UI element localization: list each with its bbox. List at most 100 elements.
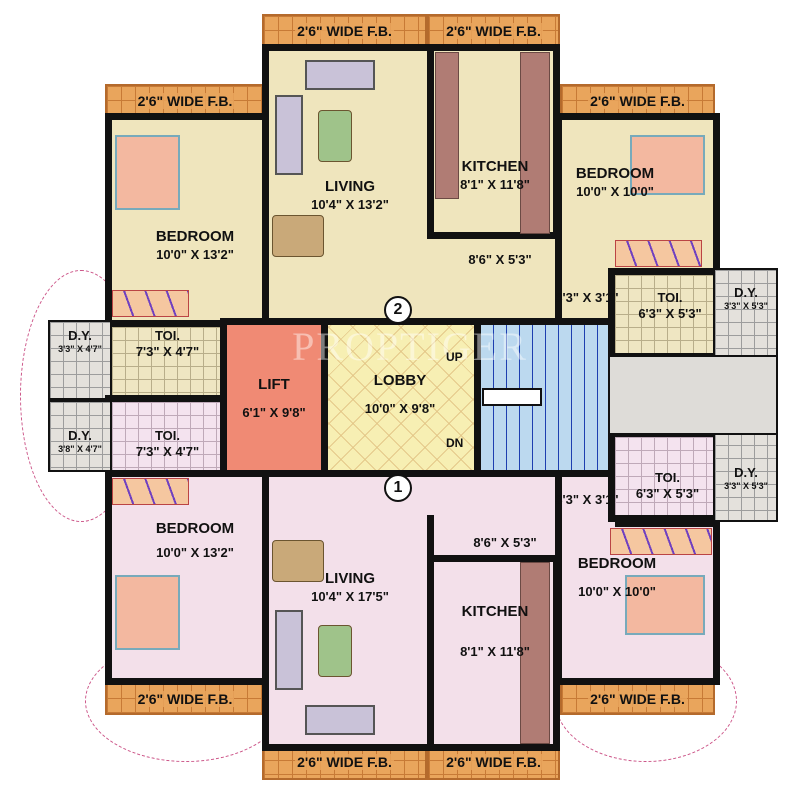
wardrobe-icon <box>615 240 702 267</box>
flat2-toilet-left-label: TOI.7'3" X 4'7" <box>115 328 220 361</box>
coffee-table-icon <box>318 625 352 677</box>
balcony-label: 2'6" WIDE F.B. <box>444 754 543 770</box>
stair-landing <box>482 388 542 406</box>
room-size: 6'1" X 9'8" <box>242 404 306 420</box>
room-name: LIFT <box>258 376 290 393</box>
balcony-lower-right: 2'6" WIDE F.B. <box>560 682 715 715</box>
flat2-dry-right-label: D.Y.3'3" X 5'3" <box>716 285 776 313</box>
lobby <box>321 318 481 477</box>
watermark: PROPTIGER <box>292 324 528 369</box>
flat1-toilet-right-label: TOI.6'3" X 5'3" <box>620 470 715 503</box>
balcony-top-right: 2'6" WIDE F.B. <box>427 14 560 47</box>
wardrobe-icon <box>112 290 189 317</box>
room-name: D.Y. <box>734 465 758 480</box>
room-size: 10'4" X 13'2" <box>311 196 389 212</box>
room-size: 3'3" X 3'1" <box>555 290 619 305</box>
balcony-label: 2'6" WIDE F.B. <box>588 92 687 109</box>
flat1-passage-small-label: 3'3" X 3'1" <box>552 492 622 508</box>
flat1-dry-left-label: D.Y.3'8" X 4'7" <box>50 428 110 456</box>
room-size: 8'1" X 11'8" <box>460 176 530 192</box>
room-size: 7'3" X 4'7" <box>135 444 200 460</box>
balcony-label: 2'6" WIDE F.B. <box>588 690 687 707</box>
room-name: D.Y. <box>734 285 758 300</box>
room-name: TOI. <box>654 470 681 485</box>
balcony-bottom-right: 2'6" WIDE F.B. <box>427 744 560 780</box>
room-name: TOI. <box>154 328 181 343</box>
bed-icon <box>630 135 705 195</box>
flat2-passage-label: 8'6" X 5'3" <box>440 252 560 268</box>
room-size: 3'8" X 4'7" <box>58 444 102 455</box>
flat2-dry-left-label: D.Y.3'3" X 4'7" <box>50 328 110 356</box>
flat1-dry-right <box>713 430 778 522</box>
room-size: 10'0" X 13'2" <box>156 544 234 560</box>
room-name: TOI. <box>154 428 181 443</box>
lift <box>220 318 328 477</box>
flat1-entrance-door[interactable]: 1 <box>384 474 412 502</box>
flat2-dry-right <box>713 268 778 360</box>
room-size: 3'3" X 5'3" <box>724 481 768 492</box>
dining-table-icon <box>272 215 324 257</box>
wardrobe-icon <box>112 478 189 505</box>
room-name: LIVING <box>324 570 375 587</box>
room-name: D.Y. <box>68 428 92 443</box>
lift-label: LIFT 6'1" X 9'8" <box>228 376 320 421</box>
flat1-dry-left <box>48 400 112 472</box>
flat1-dry-right-label: D.Y.3'3" X 5'3" <box>716 465 776 493</box>
balcony-upper-left: 2'6" WIDE F.B. <box>105 84 265 117</box>
flat2-dry-left <box>48 320 112 400</box>
bed-icon <box>115 135 180 210</box>
room-name: BEDROOM <box>575 165 655 182</box>
flat2-entrance-door[interactable]: 2 <box>384 296 412 324</box>
flat2-toilet-left <box>105 320 227 402</box>
flat1-bedroom-right-label: BEDROOM 10'0" X 10'0" <box>562 555 672 600</box>
room-size: 8'1" X 11'8" <box>460 643 530 659</box>
room-size: 3'3" X 4'7" <box>58 344 102 355</box>
flat2-passage-small-label: 3'3" X 3'1" <box>552 290 622 306</box>
room-size: 3'3" X 3'1" <box>555 492 619 507</box>
room-name: LIVING <box>324 178 375 195</box>
room-size: 10'4" X 17'5" <box>311 588 389 604</box>
room-name: TOI. <box>657 290 683 305</box>
sofa-icon <box>275 610 303 690</box>
staircase[interactable] <box>474 318 615 477</box>
kitchen-counter-icon <box>435 52 459 199</box>
stair-up-label: UP <box>446 350 463 364</box>
room-size: 7'3" X 4'7" <box>135 344 200 360</box>
flat2-toilet-right-label: TOI.6'3" X 5'3" <box>625 290 715 323</box>
room-name: BEDROOM <box>577 555 657 572</box>
room-size: 10'0" X 10'0" <box>578 583 656 599</box>
room-size: 6'3" X 5'3" <box>638 306 702 322</box>
room-name: D.Y. <box>68 328 92 343</box>
room-size: 8'6" X 5'3" <box>473 535 537 550</box>
sofa-icon <box>305 60 375 90</box>
flat1-kitchen-label: KITCHEN 8'1" X 11'8" <box>440 603 550 660</box>
room-size: 10'0" X 10'0" <box>576 183 654 199</box>
coffee-table-icon <box>318 110 352 162</box>
kitchen-counter-icon <box>520 562 550 744</box>
balcony-label: 2'6" WIDE F.B. <box>135 690 235 707</box>
duct-void <box>608 355 778 435</box>
flat1-passage-label: 8'6" X 5'3" <box>445 535 565 551</box>
wardrobe-icon <box>610 528 712 555</box>
balcony-top-left: 2'6" WIDE F.B. <box>262 14 427 47</box>
room-name: KITCHEN <box>461 603 529 620</box>
dining-table-icon <box>272 540 324 582</box>
balcony-label: 2'6" WIDE F.B. <box>295 22 394 39</box>
balcony-label: 2'6" WIDE F.B. <box>295 754 394 770</box>
room-size: 8'6" X 5'3" <box>468 252 532 267</box>
balcony-label: 2'6" WIDE F.B. <box>444 22 543 39</box>
sofa-icon <box>305 705 375 735</box>
bed-icon <box>625 575 705 635</box>
sofa-icon <box>275 95 303 175</box>
room-size: 3'3" X 5'3" <box>724 301 768 312</box>
balcony-bottom-left: 2'6" WIDE F.B. <box>262 744 427 780</box>
room-size: 10'0" X 13'2" <box>156 246 234 262</box>
kitchen-counter-icon <box>520 52 550 234</box>
flat1-toilet-left-label: TOI.7'3" X 4'7" <box>115 428 220 461</box>
